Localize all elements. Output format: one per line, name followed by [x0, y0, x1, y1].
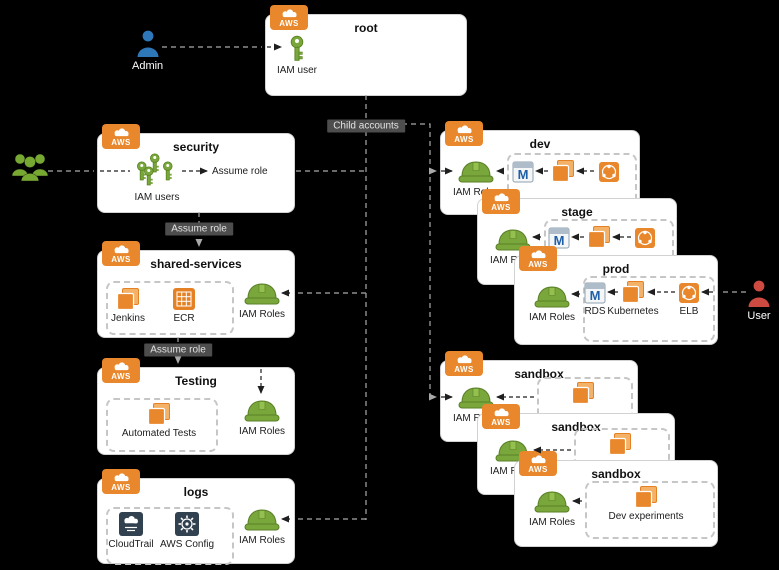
iam-roles-hat-icon	[458, 161, 494, 183]
aws-cloud-icon	[457, 354, 472, 363]
iam-users-keys-icon	[137, 153, 173, 186]
aws-cloud-icon	[114, 472, 129, 481]
account-card-security: AWS security IAM users Assume role	[97, 124, 295, 213]
admin-person-icon	[137, 30, 159, 57]
service-label: Jenkins	[111, 313, 145, 324]
service-label: Automated Tests	[121, 428, 197, 439]
iam-user: IAM user	[266, 35, 328, 76]
stack-icon	[621, 281, 644, 304]
account-card-sandbox-3: AWS sandbox IAM Roles Dev experiments	[514, 451, 718, 547]
aws-cloud-icon	[114, 361, 129, 370]
user-actor: User	[746, 278, 772, 322]
account-title: root	[354, 21, 378, 35]
account-title: prod	[602, 262, 630, 276]
service-label: Kubernetes	[607, 306, 659, 317]
iam-roles-hat-icon	[244, 400, 280, 422]
user-label: User	[747, 310, 771, 322]
stack-icon	[147, 403, 170, 426]
stack-icon	[587, 225, 611, 249]
rds-database-icon: M	[512, 161, 534, 183]
service-ecr: ECR	[154, 287, 214, 324]
aws-cloud-icon	[494, 407, 509, 416]
iam-roles-label: IAM Roles	[238, 426, 286, 437]
iam-roles-label: IAM Roles	[528, 517, 576, 528]
aws-cloud-icon	[457, 124, 472, 133]
account-title: stage	[561, 205, 593, 219]
users-group-icon	[11, 153, 49, 182]
iam-roles: IAM Roles	[227, 398, 297, 437]
svg-text:M: M	[518, 167, 529, 182]
iam-user-key-icon	[290, 35, 304, 61]
aws-cloud-icon	[494, 192, 509, 201]
aws-cloud-icon	[531, 454, 546, 463]
assume-role-note: Assume role	[212, 166, 268, 177]
service-elb: ELB	[654, 282, 724, 317]
service-jenkins: Jenkins	[98, 287, 158, 324]
account-card-logs: AWS logs CloudTrail	[97, 469, 297, 565]
admin-actor: Admin	[132, 28, 163, 72]
registry-icon	[173, 288, 195, 310]
config-icon	[175, 512, 199, 536]
service-label: Dev experiments	[608, 511, 684, 522]
service-label: CloudTrail	[108, 539, 154, 550]
account-title: dev	[529, 137, 551, 151]
elb-load-balancer-icon	[598, 161, 620, 183]
assume-role-label: Assume role	[165, 222, 233, 236]
service-automated-tests: Automated Tests	[113, 402, 205, 439]
account-title: sandbox	[591, 467, 641, 481]
stack-icon	[608, 432, 632, 456]
iam-users: IAM users	[122, 152, 192, 203]
account-card-shared-services: AWS shared-services Jenkins ECR	[97, 241, 297, 338]
iam-roles-label: IAM Roles	[238, 309, 286, 320]
iam-roles: IAM Roles	[227, 281, 297, 320]
service-cloudtrail: CloudTrail	[101, 511, 161, 550]
elb-load-balancer-icon	[634, 227, 656, 249]
service-label: ECR	[173, 313, 195, 324]
stack-icon	[571, 381, 595, 405]
aws-cloud-icon	[282, 8, 297, 17]
iam-roles-label: IAM Roles	[238, 535, 286, 546]
assume-role-label: Assume role	[144, 343, 212, 357]
account-card-testing: AWS Testing Automated Tests IAM Roles	[97, 358, 297, 455]
aws-cloud-icon	[114, 244, 129, 253]
cloudtrail-icon	[119, 512, 143, 536]
iam-roles-hat-icon	[534, 491, 570, 513]
stack-icon	[116, 288, 139, 311]
service-aws-config: AWS Config	[157, 511, 217, 550]
iam-users-label: IAM users	[134, 192, 180, 203]
elb-load-balancer-icon	[679, 283, 699, 303]
account-title: Testing	[175, 374, 217, 388]
child-accounts-label: Child accounts	[327, 119, 405, 133]
account-card-root: AWS root IAM user	[265, 5, 467, 96]
account-card-prod: AWS prod IAM Roles M RDS Kuber	[514, 246, 718, 345]
aws-cloud-icon	[114, 127, 129, 136]
account-title: shared-services	[150, 257, 242, 271]
user-person-icon	[748, 280, 770, 307]
aws-badge-label: AWS	[279, 18, 299, 28]
iam-roles: IAM Roles	[227, 507, 297, 546]
aws-cloud-icon	[531, 249, 546, 258]
iam-roles-hat-icon	[244, 509, 280, 531]
service-dev-experiments: Dev experiments	[601, 485, 691, 522]
service-label: ELB	[679, 306, 699, 317]
service-label: AWS Config	[159, 539, 215, 550]
admin-label: Admin	[132, 60, 164, 72]
iam-user-label: IAM user	[276, 65, 317, 76]
aws-badge: AWS	[270, 5, 308, 30]
stack-icon	[551, 159, 575, 183]
stack-icon	[634, 486, 657, 509]
account-title: logs	[183, 485, 209, 499]
iam-roles: IAM Roles	[517, 489, 587, 528]
organization-users-actor	[10, 150, 50, 182]
iam-roles-hat-icon	[244, 283, 280, 305]
